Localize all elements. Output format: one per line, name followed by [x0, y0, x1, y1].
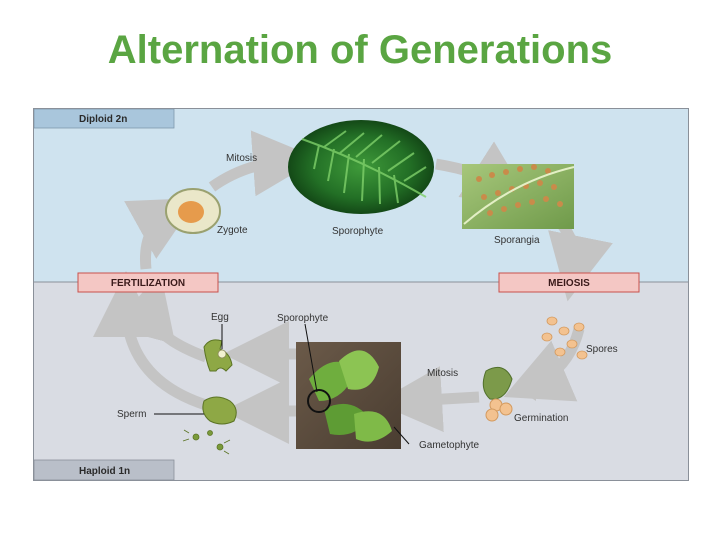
svg-text:FERTILIZATION: FERTILIZATION	[111, 278, 185, 289]
zygote-illustration	[165, 188, 221, 234]
label-spores: Spores	[586, 344, 618, 355]
sporangia-leaf-image	[462, 164, 575, 229]
sperm-antheridium-illustration	[182, 396, 237, 455]
spores-illustration	[541, 316, 588, 360]
label-mitosis-bottom: Mitosis	[427, 368, 458, 379]
label-sporophyte-bottom: Sporophyte	[277, 313, 329, 324]
fertilization-box: FERTILIZATION	[77, 272, 219, 293]
fern-sporophyte-image	[288, 120, 434, 214]
label-gametophyte: Gametophyte	[419, 440, 479, 451]
germination-illustration	[482, 366, 513, 422]
egg-archegonium-illustration	[203, 339, 233, 372]
label-germination: Germination	[514, 413, 568, 424]
label-zygote: Zygote	[217, 225, 248, 236]
label-sporangia: Sporangia	[494, 235, 540, 246]
life-cycle-diagram: Diploid 2n Haploid 1n	[33, 108, 689, 481]
label-sporophyte-top: Sporophyte	[332, 226, 384, 237]
label-sperm: Sperm	[117, 409, 146, 420]
label-egg: Egg	[211, 312, 229, 323]
haploid-label: Haploid 1n	[79, 466, 130, 477]
diploid-label: Diploid 2n	[79, 114, 127, 125]
gametophyte-photo	[296, 342, 401, 449]
meiosis-box: MEIOSIS	[498, 272, 640, 293]
label-mitosis-top: Mitosis	[226, 153, 257, 164]
svg-text:MEIOSIS: MEIOSIS	[548, 278, 590, 289]
slide-title: Alternation of Generations	[107, 28, 613, 72]
cycle-arrows	[93, 130, 613, 444]
